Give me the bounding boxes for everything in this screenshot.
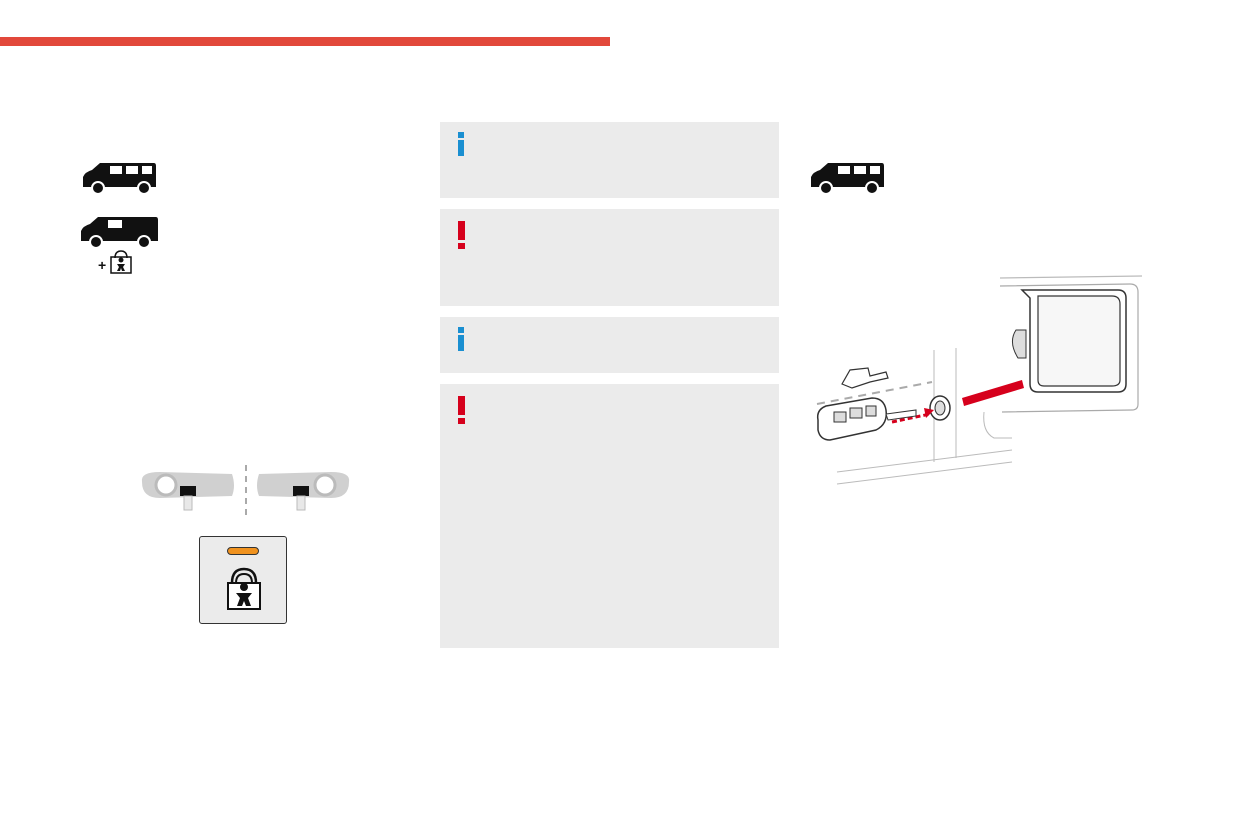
steering-wheel-icon [141,472,234,511]
steering-wheel-icon [257,472,350,511]
key-in-door-lock-illustration [816,275,1143,485]
van-side-windows-icon [811,163,884,195]
child-lock-button[interactable] [199,536,287,624]
plus-sign: + [98,257,107,273]
van-side-windows-icon [83,163,156,195]
child-lock-button-icon [227,567,261,610]
warning-note [440,209,779,306]
position-divider [245,465,247,515]
child-lock-indicator-led [227,547,259,555]
info-note [440,122,779,198]
van-panel-icon [81,217,158,249]
header-accent-bar [0,37,610,46]
child-lock-icon [110,250,132,274]
warning-note [440,384,779,648]
info-note [440,317,779,373]
